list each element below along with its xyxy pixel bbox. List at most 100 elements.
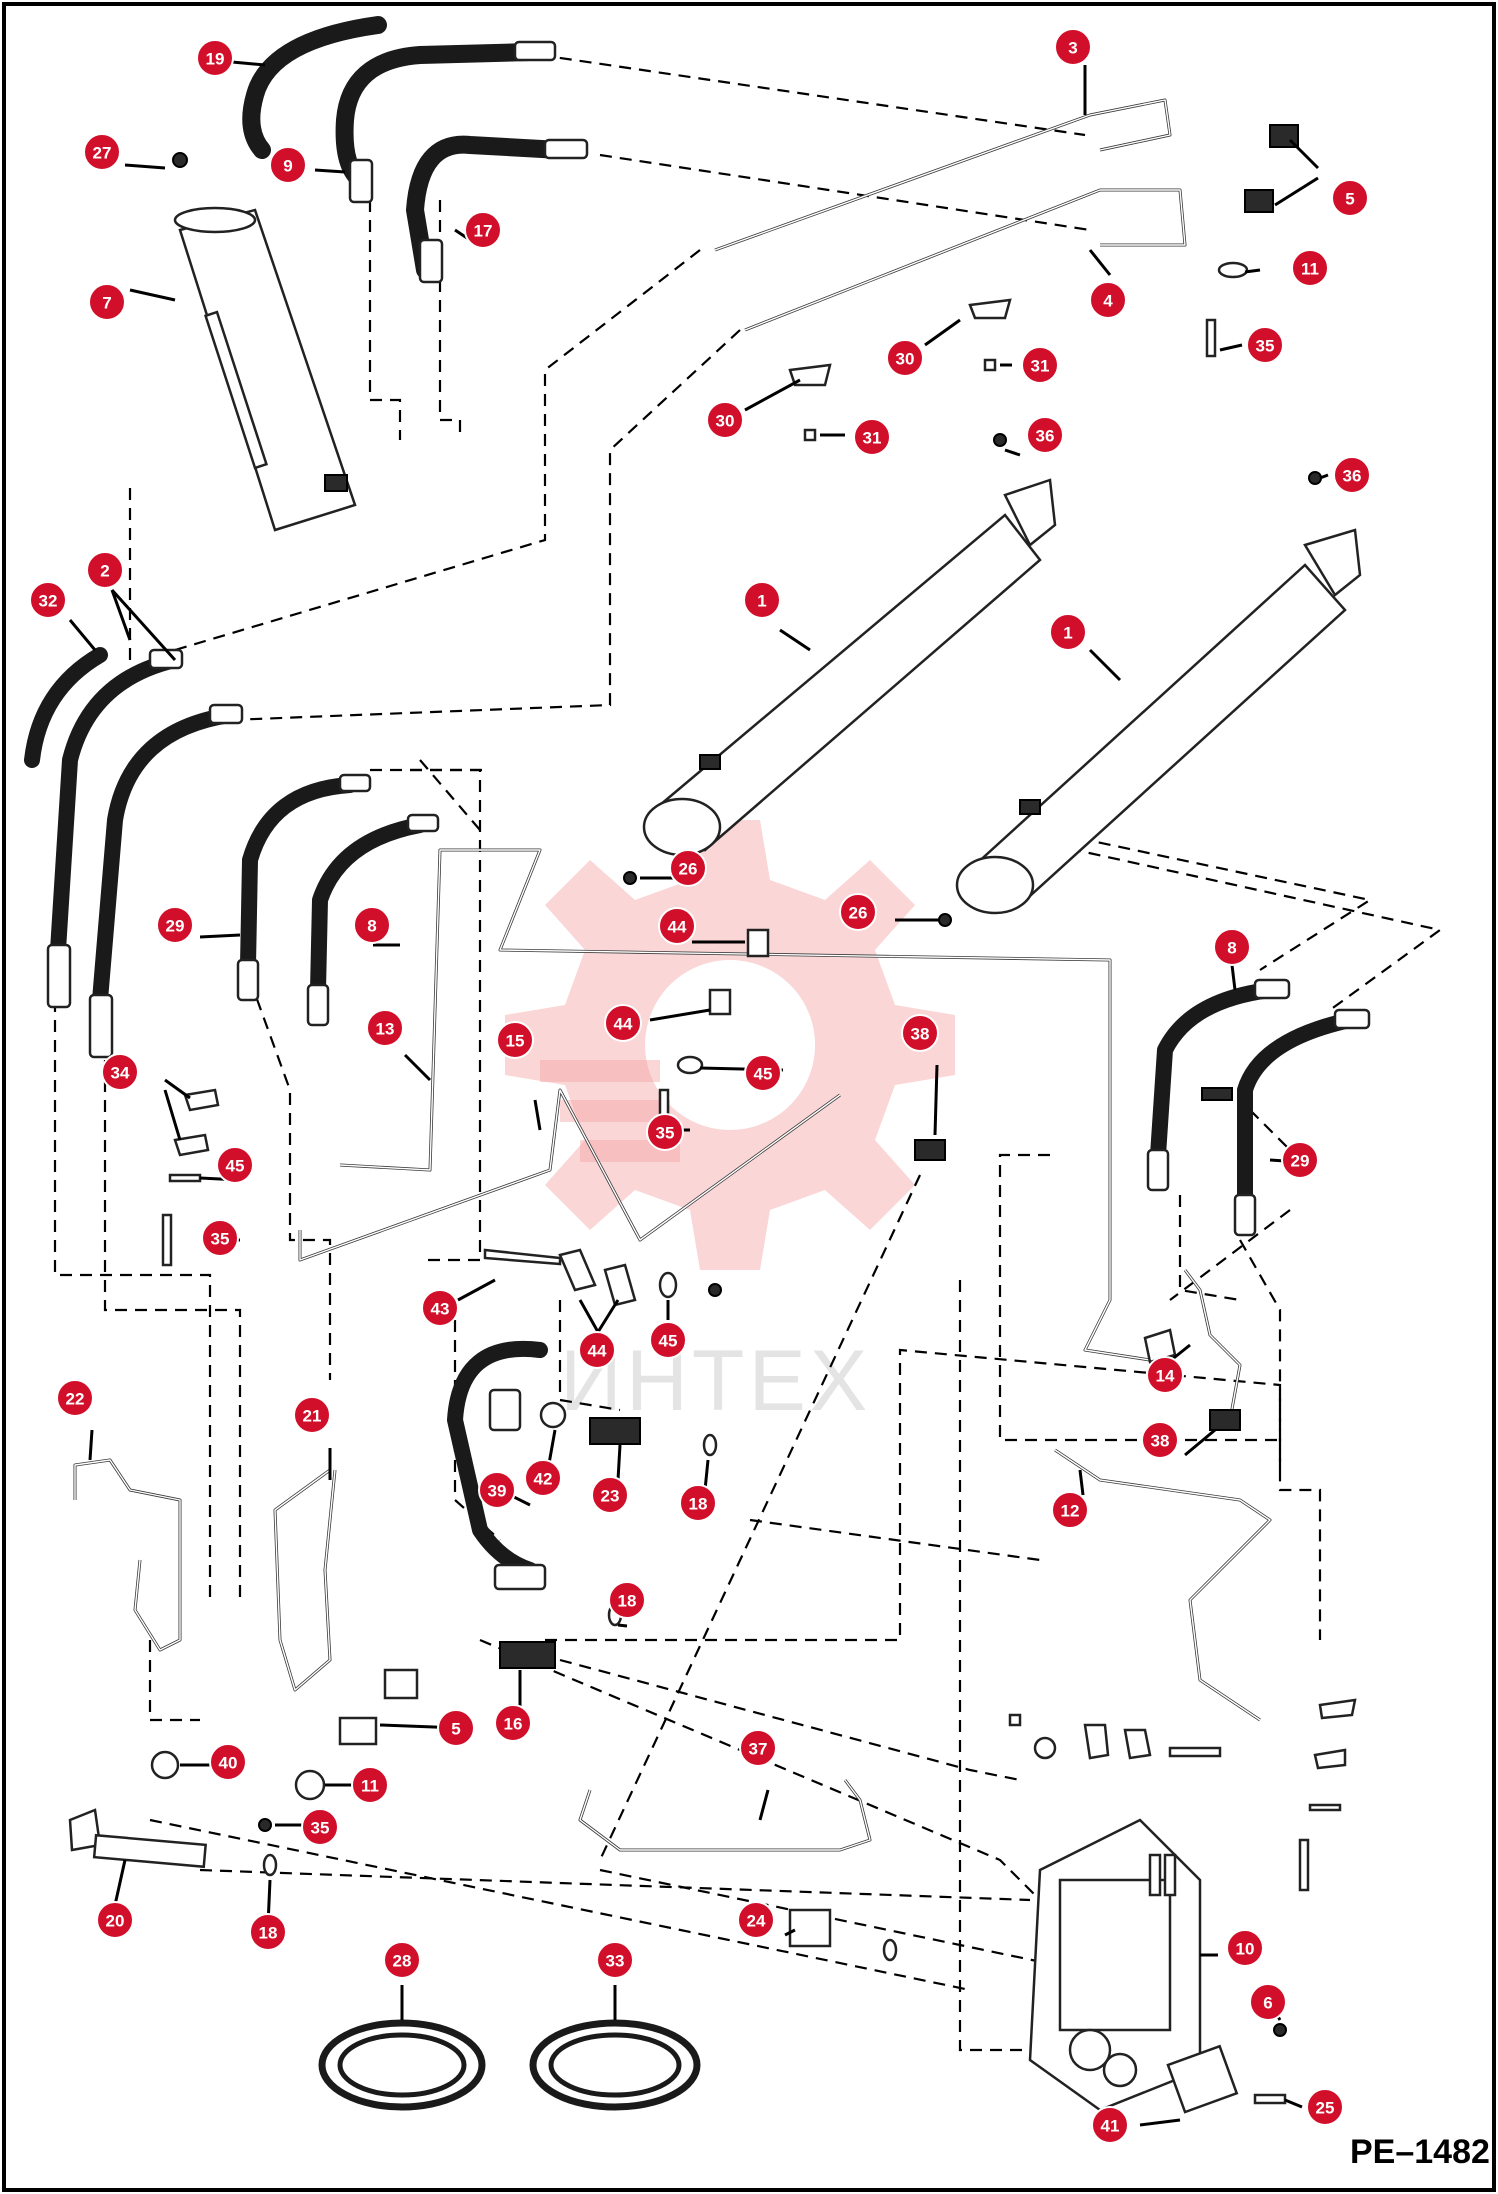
callout-number: 5 bbox=[451, 1720, 460, 1739]
tubes bbox=[73, 98, 1272, 1852]
hose-29b bbox=[1237, 1012, 1358, 1208]
callout-number: 29 bbox=[166, 917, 185, 936]
callout-number: 28 bbox=[393, 1952, 412, 1971]
callout-circle bbox=[1141, 1421, 1179, 1459]
callout-11: 11 bbox=[351, 1766, 389, 1804]
hose-8b bbox=[1150, 982, 1278, 1163]
callout-37: 37 bbox=[739, 1729, 777, 1767]
callout-number: 40 bbox=[219, 1754, 238, 1773]
callout-29: 29 bbox=[156, 906, 194, 944]
callout-circle bbox=[83, 133, 121, 171]
callout-number: 26 bbox=[679, 860, 698, 879]
callout-number: 43 bbox=[431, 1300, 450, 1319]
callout-circle bbox=[839, 893, 877, 931]
callout-9: 9 bbox=[269, 146, 307, 184]
watermark-gear-logo bbox=[505, 820, 955, 1270]
callout-number: 38 bbox=[1151, 1432, 1170, 1451]
callout-number: 45 bbox=[754, 1065, 773, 1084]
callout-circle bbox=[853, 418, 891, 456]
callout-circle bbox=[201, 1219, 239, 1257]
callout-circle bbox=[351, 1766, 389, 1804]
callout-circle bbox=[464, 211, 502, 249]
callout-number: 11 bbox=[361, 1777, 379, 1796]
callout-circle bbox=[1213, 928, 1251, 966]
callout-31: 31 bbox=[853, 418, 891, 456]
callout-circle bbox=[56, 1379, 94, 1417]
callout-number: 18 bbox=[259, 1924, 278, 1943]
callout-42: 42 bbox=[524, 1459, 562, 1497]
callout-circle bbox=[496, 1021, 534, 1059]
callout-circle bbox=[1281, 1141, 1319, 1179]
callout-number: 34 bbox=[111, 1064, 130, 1083]
callout-number: 10 bbox=[1236, 1940, 1255, 1959]
callout-29: 29 bbox=[1281, 1141, 1319, 1179]
callout-38: 38 bbox=[1141, 1421, 1179, 1459]
callout-22: 22 bbox=[56, 1379, 94, 1417]
callout-circle bbox=[1333, 456, 1371, 494]
lift-cylinder-left bbox=[642, 478, 1057, 857]
callout-5: 5 bbox=[1331, 179, 1369, 217]
callout-number: 44 bbox=[588, 1342, 607, 1361]
callout-circle bbox=[739, 1729, 777, 1767]
callout-36: 36 bbox=[1026, 416, 1064, 454]
callout-number: 35 bbox=[1256, 337, 1275, 356]
callout-circle bbox=[886, 339, 924, 377]
callout-circle bbox=[649, 1321, 687, 1359]
callout-number: 12 bbox=[1061, 1502, 1080, 1521]
callout-circle bbox=[1051, 1491, 1089, 1529]
callout-circle bbox=[29, 581, 67, 619]
callout-circle bbox=[383, 1941, 421, 1979]
callout-12: 12 bbox=[1051, 1491, 1089, 1529]
callout-15: 15 bbox=[496, 1021, 534, 1059]
callout-number: 35 bbox=[656, 1124, 675, 1143]
callout-number: 13 bbox=[376, 1020, 395, 1039]
hose-19 bbox=[242, 16, 387, 159]
callout-45: 45 bbox=[744, 1054, 782, 1092]
callout-35: 35 bbox=[1246, 326, 1284, 364]
callout-number: 18 bbox=[689, 1495, 708, 1514]
callout-10: 10 bbox=[1226, 1929, 1264, 1967]
callout-circle bbox=[478, 1471, 516, 1509]
callout-circle bbox=[1091, 2106, 1129, 2144]
accumulator-part-7 bbox=[173, 206, 357, 532]
callout-number: 31 bbox=[863, 429, 882, 448]
callout-number: 36 bbox=[1036, 427, 1055, 446]
callout-8: 8 bbox=[1213, 928, 1251, 966]
control-valve-part-10 bbox=[1028, 1818, 1239, 2114]
callout-35: 35 bbox=[301, 1808, 339, 1846]
callout-1: 1 bbox=[743, 581, 781, 619]
callout-circle bbox=[524, 1459, 562, 1497]
callout-number: 39 bbox=[488, 1482, 507, 1501]
callout-number: 4 bbox=[1103, 292, 1113, 311]
callout-circle bbox=[578, 1331, 616, 1369]
callout-45: 45 bbox=[216, 1146, 254, 1184]
callout-circle bbox=[901, 1014, 939, 1052]
callout-circle bbox=[209, 1743, 247, 1781]
callout-number: 23 bbox=[601, 1487, 620, 1506]
callout-28: 28 bbox=[383, 1941, 421, 1979]
callout-23: 23 bbox=[591, 1476, 629, 1514]
callout-30: 30 bbox=[886, 339, 924, 377]
callout-circle bbox=[293, 1396, 331, 1434]
hose-8a bbox=[310, 817, 428, 998]
callout-number: 18 bbox=[618, 1592, 637, 1611]
callout-circle bbox=[353, 906, 391, 944]
callout-circle bbox=[1249, 1983, 1287, 2021]
callout-circle bbox=[737, 1901, 775, 1939]
callout-3: 3 bbox=[1054, 28, 1092, 66]
callout-number: 42 bbox=[534, 1470, 553, 1489]
callout-number: 24 bbox=[747, 1912, 766, 1931]
callout-25: 25 bbox=[1306, 2088, 1344, 2126]
callout-number: 3 bbox=[1068, 39, 1077, 58]
callout-16: 16 bbox=[494, 1704, 532, 1742]
callout-circle bbox=[196, 39, 234, 77]
callout-number: 15 bbox=[506, 1032, 525, 1051]
callout-6: 6 bbox=[1249, 1983, 1287, 2021]
callout-44: 44 bbox=[604, 1004, 642, 1042]
callout-40: 40 bbox=[209, 1743, 247, 1781]
hose-39 bbox=[447, 1340, 548, 1578]
callout-number: 32 bbox=[39, 592, 58, 611]
